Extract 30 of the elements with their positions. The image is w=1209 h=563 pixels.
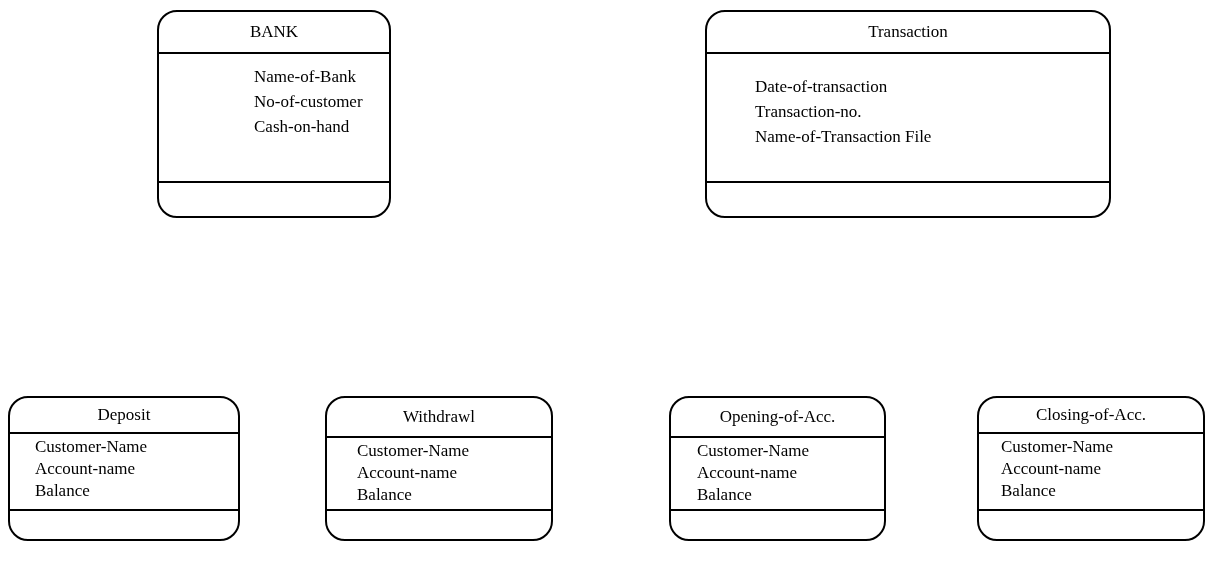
attribute-text: Transaction-no. <box>755 101 862 123</box>
class-box <box>325 396 553 541</box>
attribute-text: Cash-on-hand <box>254 116 350 138</box>
class-name: Deposit <box>97 405 151 425</box>
class-name: Withdrawl <box>403 407 475 427</box>
attribute-text: Balance <box>357 484 412 506</box>
class-box <box>705 10 1111 218</box>
attribute-text: Customer-Name <box>357 440 470 462</box>
attribute-text: Account-name <box>1001 458 1102 480</box>
class-name: Opening-of-Acc. <box>719 407 836 427</box>
attribute-text: Customer-Name <box>35 436 148 458</box>
class-box <box>669 396 886 541</box>
attribute-text: Name-of-Bank <box>254 66 356 88</box>
class-name: Closing-of-Acc. <box>1036 405 1146 425</box>
class-box <box>977 396 1205 541</box>
attribute-text: Customer-Name <box>1001 436 1114 458</box>
class-box <box>8 396 240 541</box>
attribute-text: Balance <box>697 484 752 506</box>
attribute-text: Customer-Name <box>697 440 810 462</box>
class-name: BANK <box>249 22 299 42</box>
attribute-text: Account-name <box>697 462 798 484</box>
attribute-text: Account-name <box>35 458 136 480</box>
attribute-text: Account-name <box>357 462 458 484</box>
class-name: Transaction <box>868 22 948 42</box>
attribute-text: No-of-customer <box>254 91 363 113</box>
attribute-text: Balance <box>1001 480 1056 502</box>
attribute-text: Date-of-transaction <box>755 76 888 98</box>
attribute-text: Balance <box>35 480 90 502</box>
class-box <box>157 10 391 218</box>
attribute-text: Name-of-Transaction File <box>755 126 932 148</box>
